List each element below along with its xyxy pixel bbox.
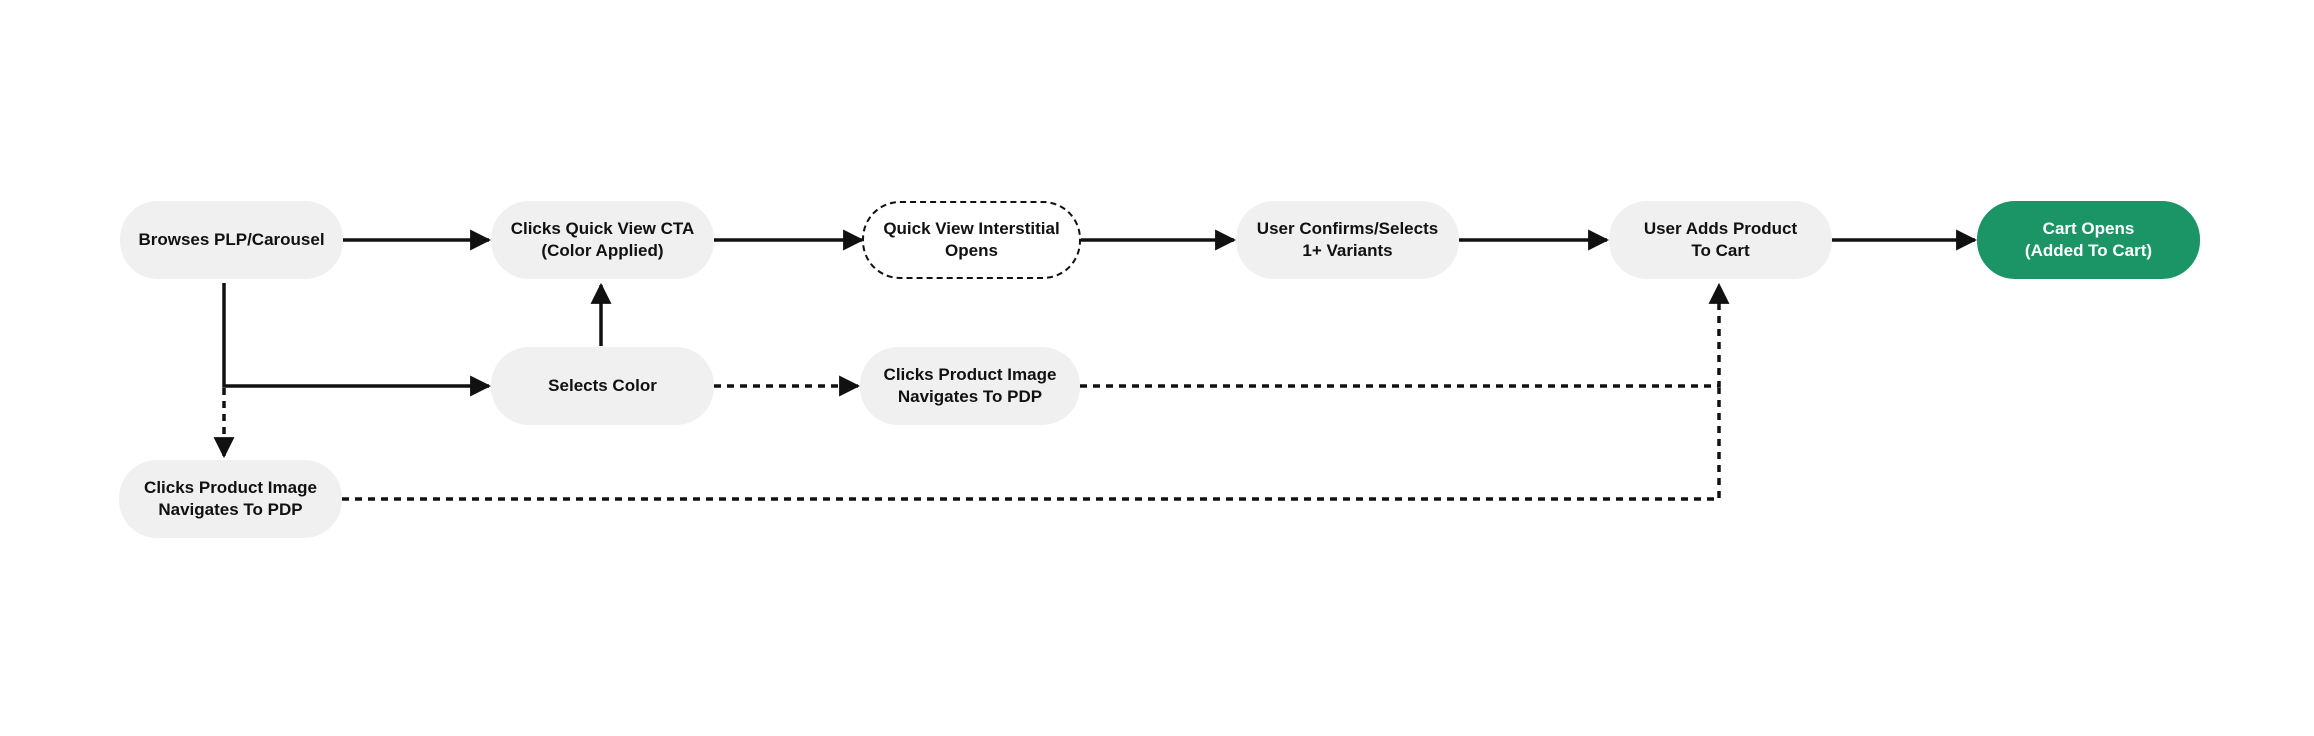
node-cart-opens: Cart Opens (Added To Cart) <box>1977 201 2200 279</box>
node-user-adds-product: User Adds Product To Cart <box>1609 201 1832 279</box>
node-selects-color: Selects Color <box>491 347 714 425</box>
node-quick-view-interstitial: Quick View Interstitial Opens <box>862 201 1081 279</box>
node-clicks-product-image-mid: Clicks Product Image Navigates To PDP <box>860 347 1080 425</box>
node-clicks-quick-view-cta: Clicks Quick View CTA (Color Applied) <box>491 201 714 279</box>
edge-browses-to-selects-color <box>222 283 492 397</box>
edge-product-image-mid-to-user-adds <box>1080 282 1730 388</box>
node-user-confirms-variants: User Confirms/Selects 1+ Variants <box>1236 201 1459 279</box>
edge-product-image-bottom-to-user-adds <box>342 388 1721 501</box>
node-browses-plp-carousel: Browses PLP/Carousel <box>120 201 343 279</box>
node-clicks-product-image-bottom: Clicks Product Image Navigates To PDP <box>119 460 342 538</box>
